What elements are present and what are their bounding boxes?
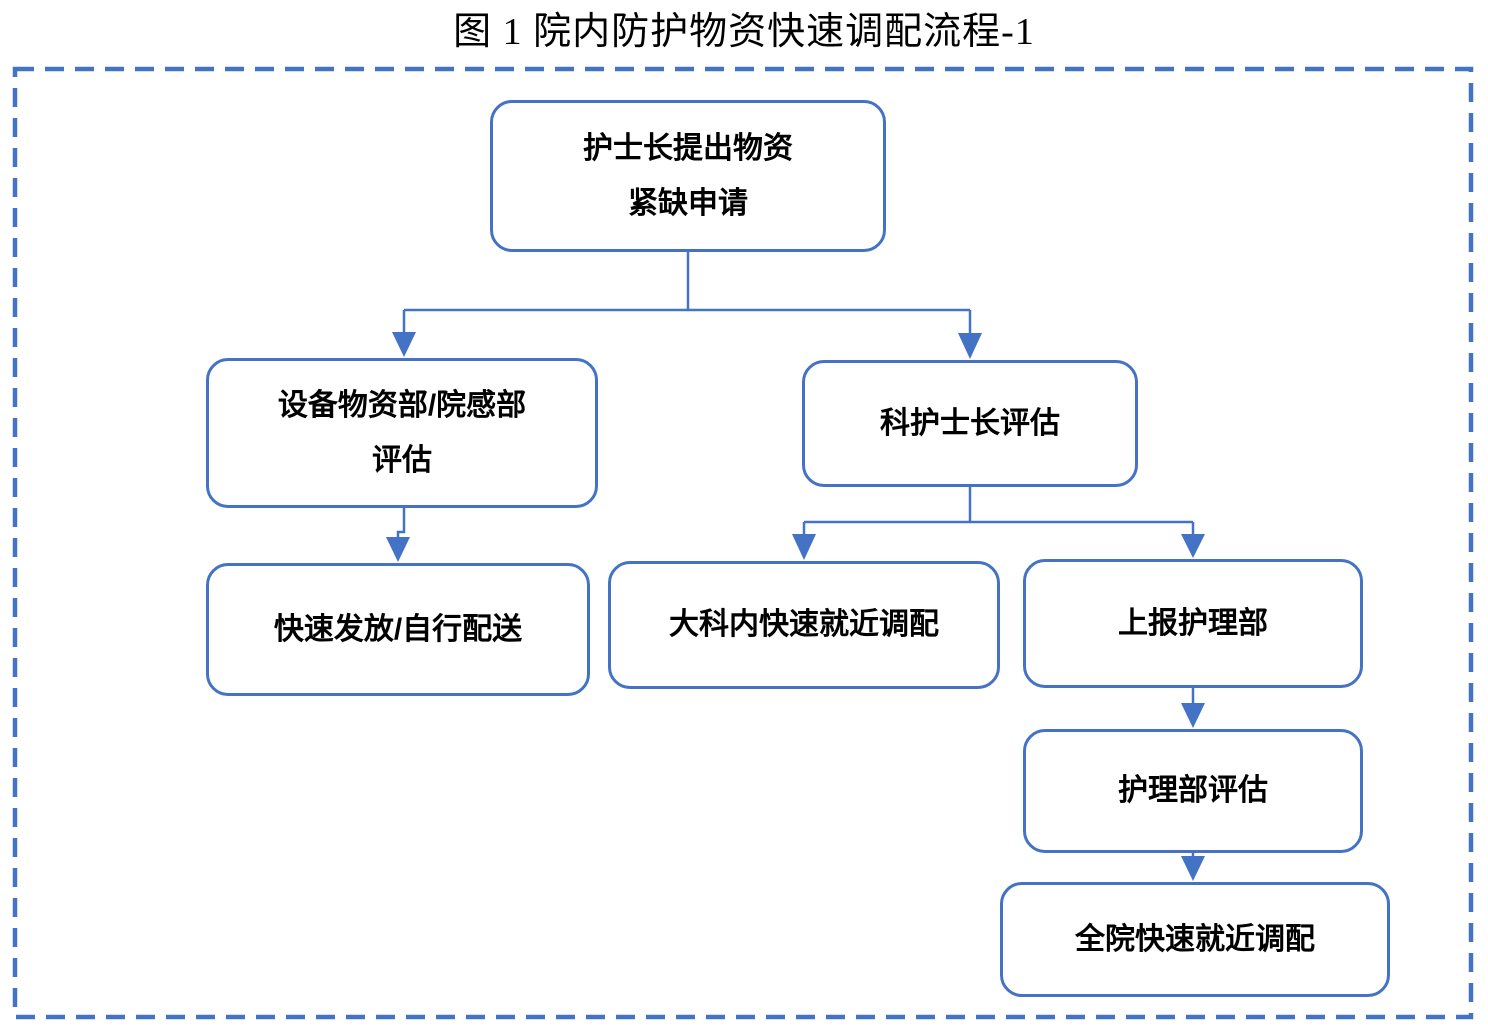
outer-dashed-border xyxy=(12,66,1474,1020)
connector-head-nurse-branch xyxy=(802,487,1195,535)
flow-node-apply: 护士长提出物资 紧缺申请 xyxy=(490,100,886,252)
arrowhead-to-equipment-dept-eval xyxy=(392,332,416,357)
arrowhead-to-hospital-allocation xyxy=(1181,856,1205,881)
arrowhead-to-dept-allocation xyxy=(792,534,816,560)
arrowhead-to-rapid-dispatch xyxy=(386,537,410,562)
flow-node-equipment-dept-eval: 设备物资部/院感部 评估 xyxy=(206,358,598,508)
connector-equipment-to-dispatch xyxy=(396,507,406,538)
arrowhead-to-nursing-eval xyxy=(1181,703,1205,728)
connector-apply-branch xyxy=(402,252,972,334)
flow-node-dept-allocation: 大科内快速就近调配 xyxy=(608,561,1000,689)
flow-node-rapid-dispatch: 快速发放/自行配送 xyxy=(206,563,590,696)
flow-node-nursing-eval: 护理部评估 xyxy=(1023,729,1363,853)
arrowhead-to-head-nurse-eval xyxy=(958,333,982,359)
flow-node-hospital-allocation: 全院快速就近调配 xyxy=(1000,882,1390,997)
flow-node-head-nurse-eval: 科护士长评估 xyxy=(802,360,1138,487)
diagram-title: 图 1 院内防护物资快速调配流程-1 xyxy=(453,11,1035,53)
arrowhead-to-report-nursing xyxy=(1181,534,1205,558)
flow-node-report-nursing: 上报护理部 xyxy=(1023,559,1363,688)
